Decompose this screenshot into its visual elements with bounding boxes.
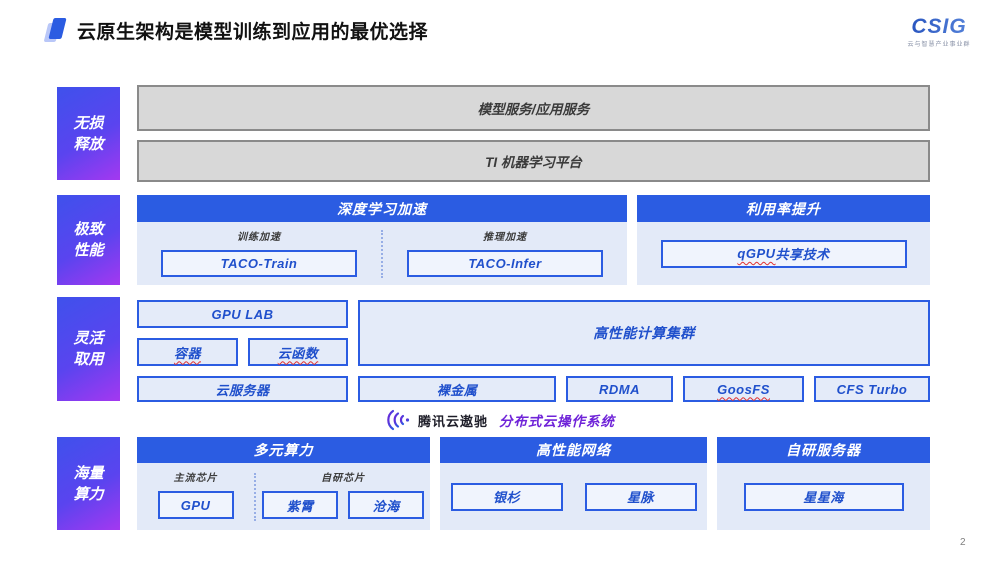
page-number: 2 [960, 537, 966, 548]
title-marker-icon [43, 16, 67, 44]
mainstream-chip-caption: 主流芯片 [173, 473, 218, 484]
taco-infer-chip: TACO-Infer [407, 250, 603, 277]
csig-logo: CSIG 云与智慧产业事业群 [894, 16, 984, 48]
section-body-multi-compute: 主流芯片 GPU 自研芯片 紫霄 沧海 [137, 463, 430, 530]
section-body-utilization: qGPU 共享技术 [637, 222, 930, 285]
side-label-flexible-access: 灵活 取用 [57, 297, 120, 401]
bare-metal-box: 裸金属 [358, 376, 556, 402]
rdma-box: RDMA [566, 376, 673, 402]
section-header-multi-compute: 多元算力 [137, 437, 430, 463]
cloud-function-box: 云函数 [248, 338, 348, 366]
hpc-cluster-box: 高性能计算集群 [358, 300, 930, 366]
xingxinghai-chip: 星星海 [743, 482, 904, 511]
aochi-divider: 腾讯云遨驰 分布式云操作系统 [0, 406, 1000, 434]
infer-acceleration-caption: 推理加速 [483, 232, 527, 243]
gpu-lab-box: GPU LAB [137, 300, 348, 328]
side-label-extreme-performance: 极致 性能 [57, 195, 120, 285]
side-label-lossless-release: 无损 释放 [57, 87, 120, 180]
dotted-divider [381, 229, 383, 278]
ti-ml-platform-box: TI 机器学习平台 [137, 140, 930, 182]
self-developed-chip-column: 自研芯片 紫霄 沧海 [256, 463, 430, 530]
section-self-developed-server: 自研服务器 星星海 [717, 437, 930, 530]
side-label-massive-compute: 海量 算力 [57, 437, 120, 530]
section-header-utilization: 利用率提升 [637, 195, 930, 222]
dotted-divider [254, 472, 257, 521]
mainstream-chip-column: 主流芯片 GPU [137, 463, 254, 530]
aochi-brand-text: 腾讯云遨驰 [417, 413, 488, 429]
taco-train-chip: TACO-Train [161, 250, 357, 277]
qgpu-label: qGPU [737, 246, 776, 261]
section-body-hp-network: 银杉 星脉 [440, 463, 707, 530]
container-label: 容器 [173, 345, 201, 361]
qgpu-label-rest: 共享技术 [775, 247, 830, 262]
cloud-server-box: 云服务器 [137, 376, 348, 402]
section-header-hp-network: 高性能网络 [440, 437, 707, 463]
section-body-deep-learning: 训练加速 TACO-Train 推理加速 TACO-Infer [137, 222, 627, 285]
section-hp-network: 高性能网络 银杉 星脉 [440, 437, 707, 530]
page-title: 云原生架构是模型训练到应用的最优选择 [77, 21, 429, 43]
goosfs-box: GoosFS [683, 376, 804, 402]
self-developed-chip-caption: 自研芯片 [321, 473, 366, 484]
section-deep-learning-acceleration: 深度学习加速 训练加速 TACO-Train 推理加速 TACO-Infer [137, 195, 627, 285]
xingmai-chip: 星脉 [584, 482, 697, 511]
container-box: 容器 [137, 338, 238, 366]
gpu-chip: GPU [157, 491, 234, 519]
cloud-function-label: 云函数 [277, 345, 319, 361]
train-acceleration-caption: 训练加速 [237, 232, 281, 243]
section-header-self-developed-server: 自研服务器 [717, 437, 930, 463]
section-utilization-improvement: 利用率提升 qGPU 共享技术 [637, 195, 930, 285]
model-service-box: 模型服务/应用服务 [137, 85, 930, 131]
canghai-chip: 沧海 [348, 491, 425, 519]
qgpu-sharing-chip: qGPU 共享技术 [660, 239, 907, 268]
zixiao-chip: 紫霄 [262, 491, 339, 519]
section-multi-compute: 多元算力 主流芯片 GPU 自研芯片 紫霄 沧海 [137, 437, 430, 530]
goosfs-label: GoosFS [717, 381, 770, 397]
csig-logo-text: CSIG [894, 16, 984, 37]
infer-acceleration-column: 推理加速 TACO-Infer [383, 222, 627, 285]
tencent-aochi-logo-icon [387, 409, 410, 431]
section-body-self-developed-server: 星星海 [717, 463, 930, 530]
csig-logo-subtext: 云与智慧产业事业群 [907, 42, 971, 48]
distributed-cloud-os-label: 分布式云操作系统 [499, 414, 615, 429]
title-row: 云原生架构是模型训练到应用的最优选择 [43, 16, 429, 44]
section-header-deep-learning: 深度学习加速 [137, 195, 627, 222]
cfs-turbo-box: CFS Turbo [814, 376, 930, 402]
yinshan-chip: 银杉 [450, 482, 563, 511]
self-developed-chip-row: 紫霄 沧海 [262, 491, 425, 519]
train-acceleration-column: 训练加速 TACO-Train [137, 222, 381, 285]
